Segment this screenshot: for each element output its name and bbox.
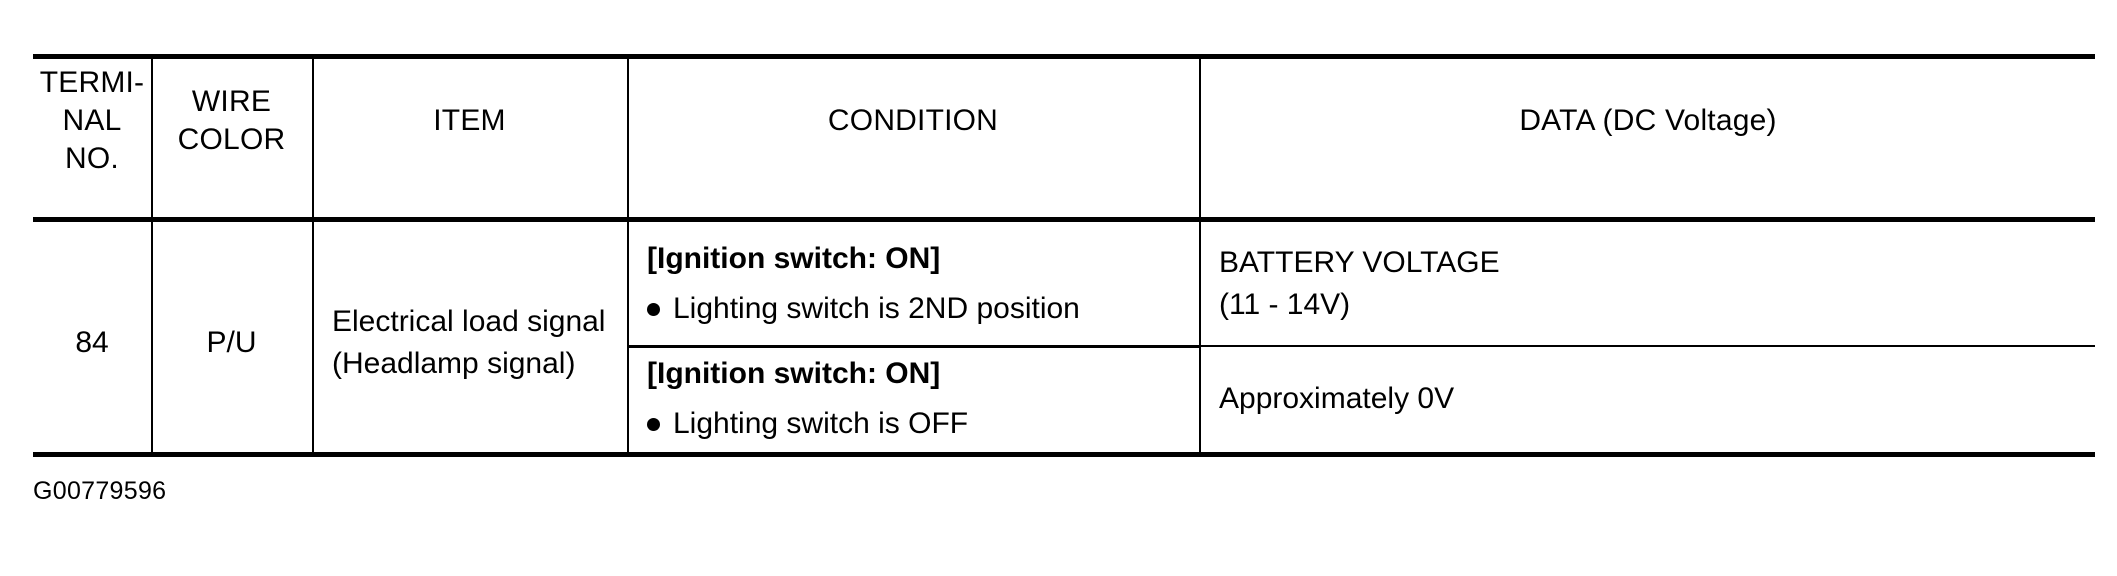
wire-color-value: P/U [206, 326, 257, 359]
data-2-line-1: Approximately 0V [1219, 382, 1455, 415]
cell-data-2: Approximately 0V [1201, 348, 2095, 450]
data-1-line-1: BATTERY VOLTAGE [1219, 246, 1500, 279]
condition-2-bullet-item: Lighting switch is OFF [647, 403, 1197, 445]
table-top-border [33, 54, 2095, 59]
column-header-wire-color-line-2: COLOR [177, 123, 286, 156]
condition-1-bullet-text: Lighting switch is 2ND position [673, 292, 1080, 325]
column-divider-condition-data [1199, 58, 1201, 452]
cell-condition-1: [Ignition switch: ON] Lighting switch is… [629, 224, 1197, 344]
condition-2-bullet-text: Lighting switch is OFF [673, 407, 969, 440]
column-header-wire-color: WIRE COLOR [153, 83, 310, 159]
bullet-dot-icon [647, 302, 660, 316]
item-line-1: Electrical load signal [332, 305, 606, 338]
condition-1-bullet-item: Lighting switch is 2ND position [647, 288, 1197, 330]
column-header-terminal-no-line-2: NAL [62, 104, 122, 137]
condition-2-title: [Ignition switch: ON] [647, 357, 941, 390]
column-divider-item-condition [627, 58, 629, 452]
cell-condition-2: [Ignition switch: ON] Lighting switch is… [629, 348, 1197, 450]
column-header-item: ITEM [433, 104, 506, 137]
column-header-terminal-no: TERMI- NAL NO. [35, 64, 149, 178]
figure-caption: G00779596 [33, 477, 167, 505]
row-divider-data [1199, 345, 2095, 347]
column-header-terminal-no-line-1: TERMI- [39, 66, 145, 99]
bullet-dot-icon [647, 417, 660, 431]
cell-terminal-no: 84 [35, 236, 149, 450]
data-1-line-2: (11 - 14V) [1219, 288, 1351, 321]
row-divider-condition [627, 345, 1199, 348]
column-divider-wire-item [312, 58, 314, 452]
table-bottom-border [33, 452, 2095, 457]
column-header-condition: CONDITION [827, 104, 999, 137]
condition-1-title: [Ignition switch: ON] [647, 242, 941, 275]
column-divider-terminal-wire [151, 58, 153, 452]
terminal-no-value: 84 [75, 326, 109, 359]
column-header-terminal-no-line-3: NO. [65, 142, 119, 175]
cell-wire-color: P/U [153, 236, 310, 450]
table-header-separator [33, 217, 2095, 222]
column-header-wire-color-line-1: WIRE [191, 85, 272, 118]
column-header-data: DATA (DC Voltage) [1519, 104, 1777, 137]
cell-item: Electrical load signal (Headlamp signal) [314, 236, 625, 450]
item-line-2: (Headlamp signal) [332, 347, 576, 380]
cell-data-1: BATTERY VOLTAGE (11 - 14V) [1201, 224, 2095, 344]
